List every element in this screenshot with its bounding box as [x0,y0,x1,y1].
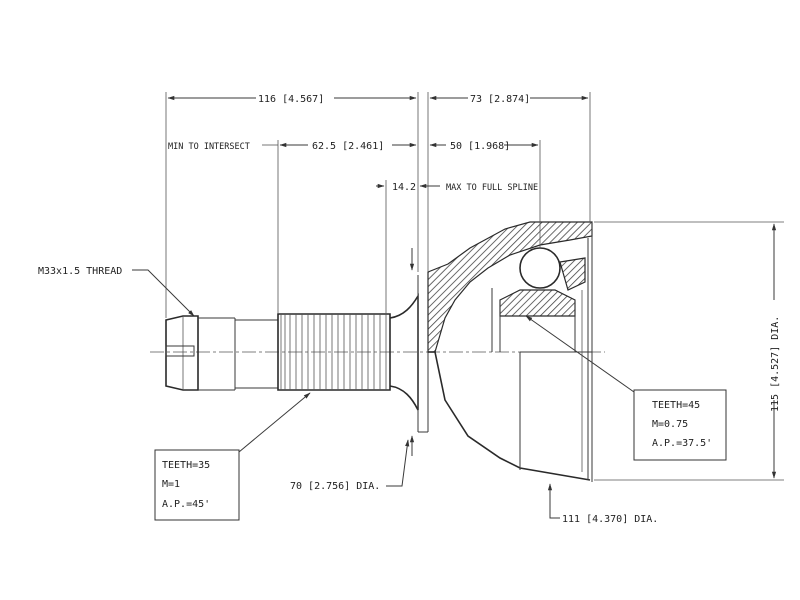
dim-intersect-label: 62.5 [2.461] [312,141,384,152]
shaft-neck [389,275,429,433]
spec-left-angle: A.P.=45' [162,499,210,510]
dim-shaft-diameter-label: 70 [2.756] DIA. [290,481,380,492]
dim-overall-right [427,92,591,272]
spec-right-leader [525,315,635,393]
ball-and-inner-race [491,247,586,352]
dim-bell-diameter-label: 111 [4.370] DIA. [562,514,658,525]
spec-box-left [154,449,240,521]
dim-spline-value: 14.2 [392,182,416,193]
spec-right-angle: A.P.=37.5' [652,438,712,449]
dim-inner-label: 50 [1.968] [450,141,510,152]
thread-leader [132,269,195,317]
spec-right-module: M=0.75 [652,419,688,430]
min-to-intersect-label: MIN TO INTERSECT [168,142,250,152]
dim-overall-left [165,92,419,318]
spec-left-teeth: TEETH=35 [162,460,210,471]
outer-spline-section [277,313,391,391]
spec-right-teeth: TEETH=45 [652,400,700,411]
dim-overall-right-label: 73 [2.874] [470,94,530,105]
threaded-shaft-end [165,315,278,391]
dim-shaft-diameter-leader [386,439,410,487]
dim-spline [376,180,440,314]
dim-overall-left-label: 116 [4.567] [258,94,324,105]
spec-left-leader [238,392,311,453]
thread-label: M33x1.5 THREAD [38,266,122,277]
dim-spline-label: MAX TO FULL SPLINE [446,183,538,193]
dim-intersect [262,140,417,314]
dim-bell-diameter-leader [547,483,560,519]
dim-outer-diameter [594,221,784,481]
spec-box-right [633,389,727,461]
dim-outer-diameter-label: 115 [4.527] DIA. [770,316,781,412]
spec-left-module: M=1 [162,479,180,490]
bell-housing [427,221,593,482]
dim-inner [429,140,541,248]
